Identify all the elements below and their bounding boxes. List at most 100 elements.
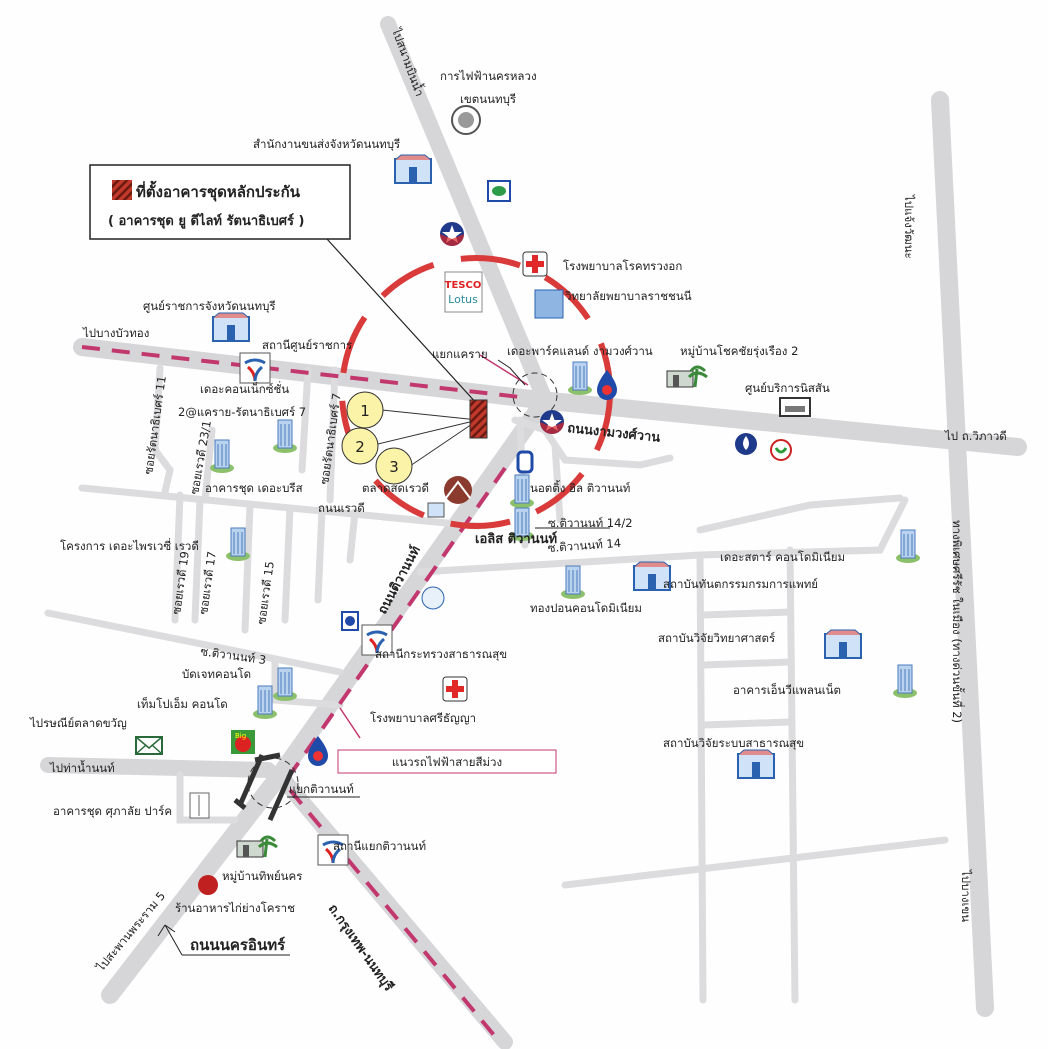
- place-label: ร้านอาหารไก่ย่างโคราช: [175, 901, 295, 915]
- road-label: ไปบางบัวทอง: [82, 326, 149, 340]
- condo-icon: [567, 361, 593, 396]
- institute-building-icon: [737, 749, 775, 779]
- road-label: ซ.ติวานนท์ 14: [547, 536, 621, 555]
- road-label: ไปท่าน้ำนนท์: [49, 760, 115, 775]
- place-label: หมู่บ้านทิพย์นคร: [222, 869, 302, 883]
- place-label: เอลิส ติวานนท์: [475, 531, 557, 547]
- flyover-icon: [233, 752, 295, 822]
- road-label: ซ.ติวานนท์ 14/2: [548, 516, 633, 530]
- condo-icon: [560, 565, 586, 600]
- shop-icon: [427, 502, 445, 518]
- road-label: ถนนเรวดี: [318, 501, 365, 515]
- place-label: สถานีกระทรวงสาธารณสุข: [375, 647, 507, 661]
- lotus-text: Lotus: [448, 293, 478, 306]
- place-label: โรงพยาบาลศรีธัญญา: [370, 711, 476, 725]
- purple-line-legend: แนวรถไฟฟ้าสายสีม่วง: [337, 749, 557, 774]
- market-icon: [444, 476, 472, 504]
- place-label: อาคารชุด ศุภาลัย ปาร์ค: [53, 804, 172, 818]
- pointer-line: [497, 359, 526, 386]
- nissan-service-icon: [779, 397, 811, 417]
- road-to-airport: [380, 16, 553, 408]
- marker-1[interactable]: 1: [346, 391, 384, 429]
- road-label: ไป ถ.วิภาวดี: [944, 429, 1007, 443]
- place-label: หมู่บ้านโชคชัยรุ่งเรือง 2: [680, 344, 798, 358]
- place-label: ศูนย์บริการนิสสัน: [745, 381, 830, 395]
- place-label: เดอะคอนเน็กซ์ชั่น: [200, 381, 289, 396]
- road-label: ซอยเรวดี 19: [169, 550, 192, 615]
- station-icon: [238, 351, 272, 385]
- pointer-line: [157, 924, 290, 956]
- bank-icon: [341, 611, 359, 631]
- place-label: เดอะสตาร์ คอนโดมิเนียม: [720, 550, 845, 564]
- legend-title: ที่ตั้งอาคารชุดหลักประกัน: [136, 180, 301, 202]
- big-c-icon: Big: [231, 730, 255, 754]
- place-label: เท็มโปเอ็ม คอนโด: [137, 696, 228, 711]
- purple-line-route: [81, 345, 521, 1042]
- place-label: อาคารชุด เดอะบรีส: [205, 481, 303, 495]
- road-east-grid: [561, 494, 949, 1004]
- purple-line-label: แนวรถไฟฟ้าสายสีม่วง: [392, 755, 502, 769]
- road-label: ซอยเรวดี 15: [254, 560, 277, 625]
- place-label: เดอะพาร์คแลนด์ งามวงศ์วาน: [507, 344, 653, 358]
- college-building-icon: [534, 289, 564, 319]
- place-label: โครงการ เดอะไพรเวซี่ เรวดี: [60, 538, 199, 553]
- place-label: ตลาดสดเรวดี: [362, 481, 429, 495]
- place-label: 2@แคราย-รัตนาธิเบศร์ 7: [178, 405, 306, 419]
- place-label: สถาบันทันตกรรมกรมการแพทย์: [663, 577, 818, 591]
- building-icon: [189, 792, 210, 819]
- bank-icon: [735, 433, 757, 455]
- big-c-text: Big: [235, 732, 246, 740]
- hospital-icon: [522, 251, 548, 277]
- temple-seal-icon: [421, 586, 445, 610]
- site-location-marker: [469, 399, 488, 439]
- village-icon: [665, 365, 709, 389]
- place-label: สถาบันวิจัยวิทยาศาสตร์: [658, 631, 775, 645]
- road-label: ถนนนครอินทร์: [190, 936, 286, 954]
- village-icon: [235, 835, 279, 859]
- place-label: วิทยาลัยพยาบาลราชชนนี: [564, 289, 691, 303]
- road-expressway: [931, 91, 994, 1017]
- place-labels: การไฟฟ้านครหลวง เขตนนทบุรี สำนักงานขนส่ง…: [29, 69, 845, 915]
- condo-icon: [892, 664, 918, 699]
- condo-icon: [272, 419, 298, 454]
- place-label: แยกติวานนท์: [289, 782, 354, 796]
- place-label: สถานีแยกติวานนท์: [333, 839, 426, 853]
- place-label: ทองปอนคอนโดมิเนียม: [530, 601, 642, 615]
- road-label: ไปบางเขน: [959, 869, 973, 922]
- road-to-thanamnon: [40, 757, 276, 778]
- place-label: โรงพยาบาลโรคทรวงอก: [563, 259, 682, 273]
- bank-icon: [516, 450, 534, 474]
- road-label: ถ.กรุงเทพ-นนทบุรี: [325, 901, 397, 994]
- legend-box: ที่ตั้งอาคารชุดหลักประกัน ( อาคารชุด ยู …: [89, 164, 479, 406]
- marker-3[interactable]: 3: [375, 447, 413, 485]
- institute-building-icon: [824, 629, 862, 659]
- road-label: ทางพิเศษศรีรัช ในเมือง (ทางด่วนขั้นที่ 2…: [950, 520, 965, 723]
- place-label: แยกแคราย: [432, 347, 488, 361]
- marker-label: 1: [360, 402, 370, 420]
- place-label: สำนักงานขนส่งจังหวัดนนทบุรี: [253, 137, 400, 151]
- marker-2[interactable]: 2: [341, 427, 379, 465]
- ptt-icon: [597, 370, 617, 400]
- restaurant-icon: [198, 875, 218, 895]
- khae-rai-junction-ring: [512, 372, 558, 418]
- road-soi-tiwanon-3: [44, 609, 344, 676]
- road-label: ซอยรัตนาธิเบศร์ 7: [317, 392, 344, 485]
- condo-icon: [895, 529, 921, 564]
- place-label: เขตนนทบุรี: [460, 92, 516, 106]
- place-label: นอตติ้ง ฮิล ติวานนท์: [530, 480, 630, 495]
- caltex-icon: [540, 410, 564, 434]
- kasikorn-bank-icon: [770, 439, 792, 461]
- place-label: การไฟฟ้านครหลวง: [440, 69, 537, 83]
- place-label: อาคารเอ็นวีแพลนเน็ต: [733, 682, 841, 697]
- government-building-icon: [394, 154, 432, 184]
- hospital-icon: [442, 676, 468, 702]
- legend-subtitle: ( อาคารชุด ยู ดีไลท์ รัตนาธิเบศร์ ): [108, 212, 304, 229]
- road-label: ถนนงามวงศ์วาน: [567, 420, 662, 446]
- place-label: บัดเจทคอนโด: [182, 667, 251, 681]
- site-swatch-icon: [112, 180, 132, 200]
- government-building-icon: [212, 312, 250, 342]
- road-rewadi: [78, 484, 482, 530]
